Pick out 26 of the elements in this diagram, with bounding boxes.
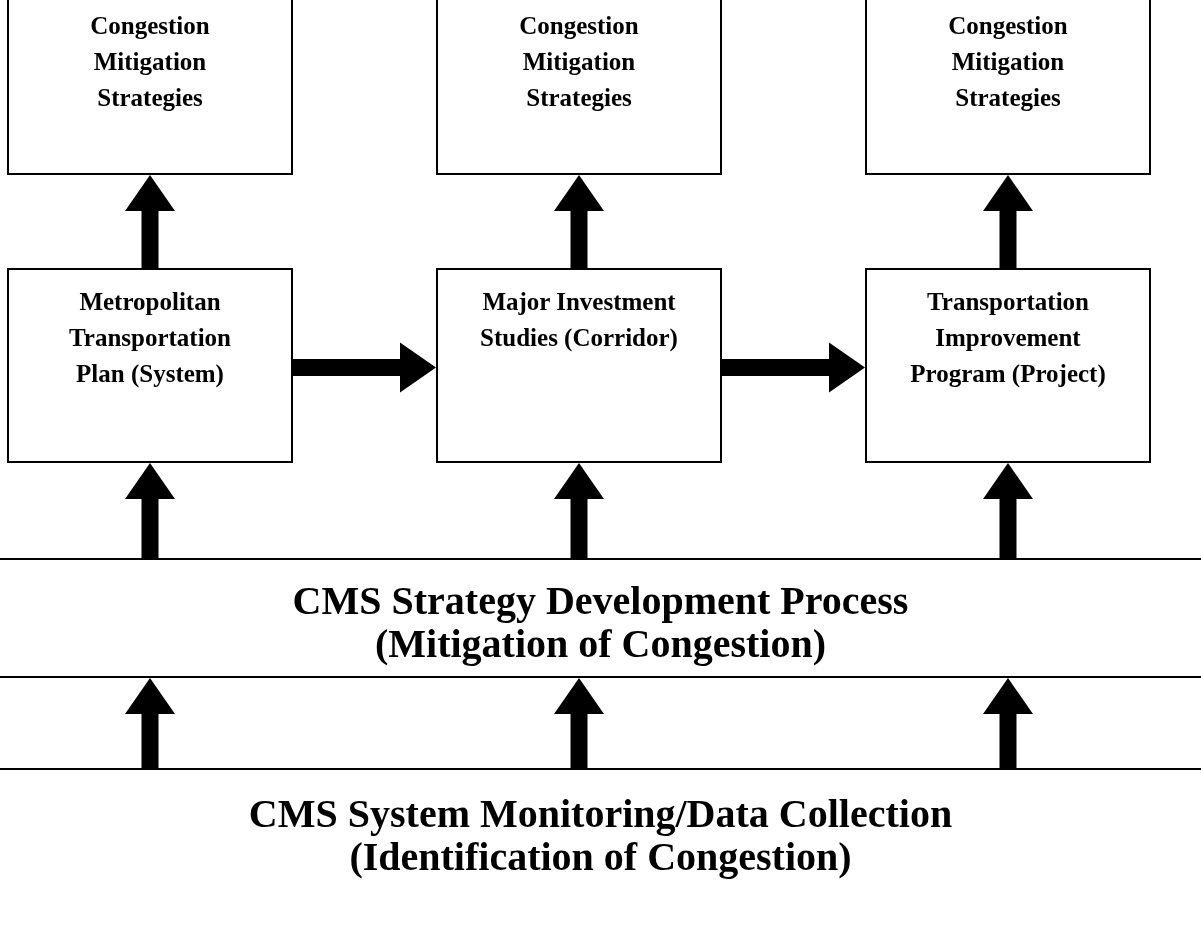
arrow [554, 463, 604, 558]
arrow [125, 678, 175, 768]
process-box [7, 0, 293, 175]
process-box [7, 268, 293, 463]
arrow [125, 463, 175, 558]
box-label: CMS Strategy Development Process (Mitigation of Congestion) [291, 578, 910, 666]
process-box [0, 558, 1201, 678]
box-label: Congestion Mitigation Strategies [89, 11, 211, 113]
arrow [983, 678, 1033, 768]
box-label: Transportation Improvement Program (Project) [909, 287, 1107, 390]
arrow [983, 463, 1033, 558]
box-label: Congestion Mitigation Strategies [518, 11, 640, 113]
arrow [983, 175, 1033, 268]
process-box [436, 268, 722, 463]
box-label: Major Investment Studies (Corridor) [479, 287, 679, 354]
arrow [554, 678, 604, 768]
process-box [865, 268, 1151, 463]
arrow [125, 175, 175, 268]
arrow [293, 342, 436, 393]
box-label: Metropolitan Transportation Plan (System) [67, 287, 233, 390]
box-label: CMS System Monitoring/Data Collection (Identification of Congestion) [247, 792, 954, 879]
arrow [722, 342, 865, 393]
process-box [436, 0, 722, 175]
process-box [865, 0, 1151, 175]
box-label: Congestion Mitigation Strategies [947, 11, 1069, 113]
arrow [554, 175, 604, 268]
